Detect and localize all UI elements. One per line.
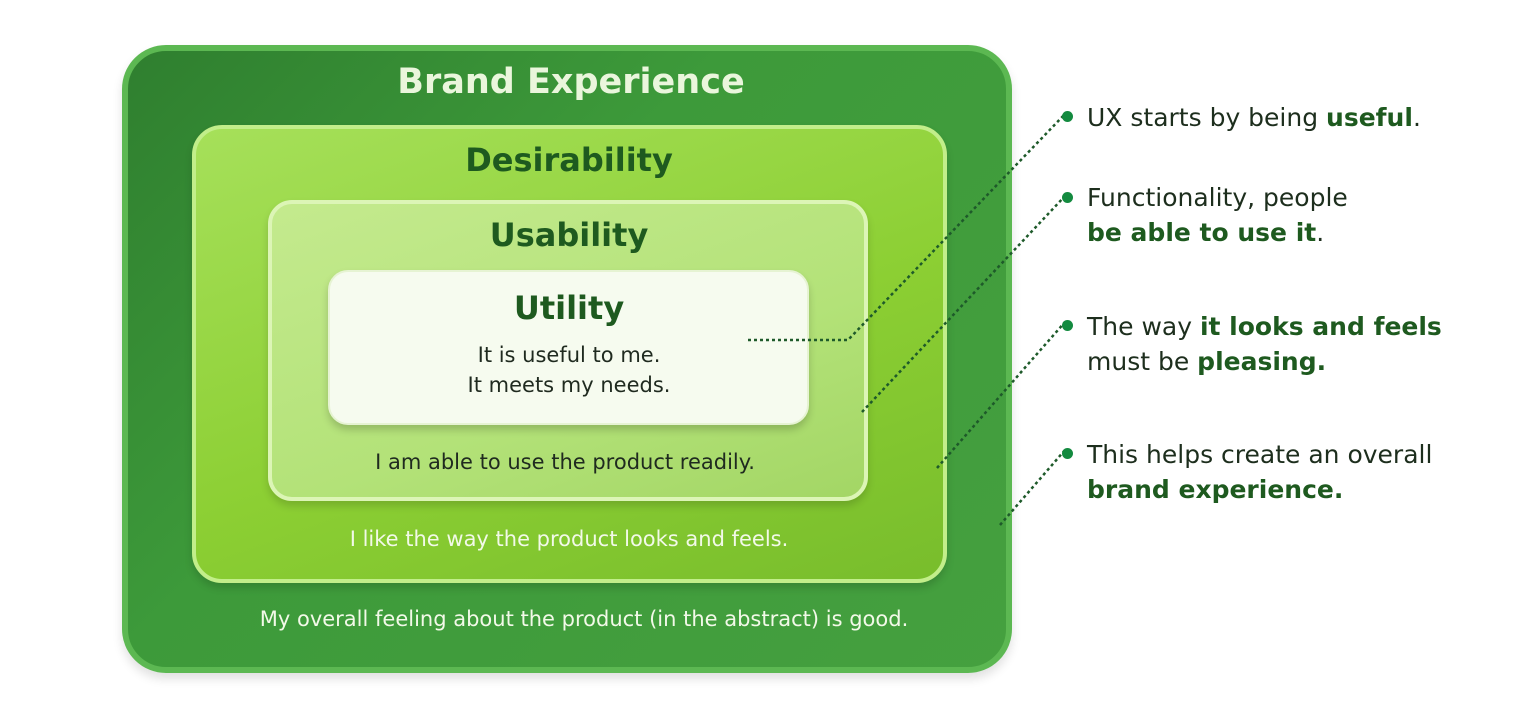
note-brand: This helps create an overall brand exper… xyxy=(1087,437,1432,507)
usability-title: Usability xyxy=(489,216,649,254)
connector-usability xyxy=(861,195,1066,413)
desirability-title: Desirability xyxy=(465,141,673,179)
brand-experience-description: My overall feeling about the product (in… xyxy=(259,607,909,631)
utility-description-line2: It meets my needs. xyxy=(467,373,671,397)
note-useful: UX starts by being useful. xyxy=(1087,100,1421,135)
note-line: must be pleasing. xyxy=(1087,347,1327,376)
utility-layer xyxy=(328,270,809,425)
bullet-dot-icon xyxy=(1062,320,1073,331)
note-line: UX starts by being useful. xyxy=(1087,103,1421,132)
desirability-description: I like the way the product looks and fee… xyxy=(349,527,789,551)
utility-description-line1: It is useful to me. xyxy=(477,343,661,367)
connector-utility xyxy=(748,113,1066,342)
connector-brand xyxy=(999,449,1066,526)
bullet-dot-icon xyxy=(1062,192,1073,203)
note-line: be able to use it. xyxy=(1087,218,1325,247)
usability-description: I am able to use the product readily. xyxy=(375,450,755,474)
note-line: The way it looks and feels xyxy=(1087,312,1442,341)
note-line: This helps create an overall xyxy=(1087,440,1433,469)
bullet-dot-icon xyxy=(1062,111,1073,122)
utility-title: Utility xyxy=(513,289,625,327)
note-pleasing: The way it looks and feels must be pleas… xyxy=(1087,309,1442,379)
brand-experience-title: Brand Experience xyxy=(397,62,745,102)
note-line: Functionality, people xyxy=(1087,183,1348,212)
connector-desirability xyxy=(936,321,1066,469)
note-usable: Functionality, people be able to use it. xyxy=(1087,180,1348,250)
note-line: brand experience. xyxy=(1087,475,1344,504)
bullet-dot-icon xyxy=(1062,448,1073,459)
